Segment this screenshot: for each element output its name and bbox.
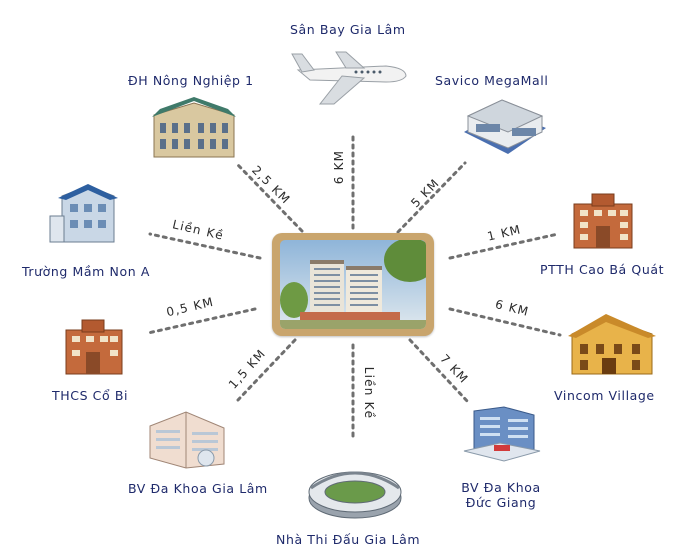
connector-line-savico: [396, 161, 467, 234]
label-mam-non: Trường Mầm Non A: [22, 264, 150, 279]
kindergarten-icon: [49, 184, 118, 243]
project-frame: [272, 233, 434, 336]
school-building-icon: [65, 319, 123, 375]
connector-line-ptth: [448, 232, 560, 260]
shopping-mall-icon: [464, 99, 546, 154]
connector-line-thcs: [146, 307, 257, 335]
connector-line-vincom: [448, 307, 562, 337]
label-thcs: THCS Cổ Bi: [52, 388, 129, 403]
distance-san-bay: 6 KM: [332, 149, 347, 185]
villa-icon: [568, 314, 656, 375]
label-bv-duc-giang-line1: BV Đa Khoa: [461, 480, 541, 495]
connector-line-bv-gia-lam: [236, 338, 297, 402]
label-nha-thi-dau: Nhà Thi Đấu Gia Lâm: [276, 532, 421, 547]
connector-line-dh-nong-nghiep: [236, 163, 304, 233]
hospital-icon: [463, 406, 541, 462]
label-san-bay: Sân Bay Gia Lâm: [290, 22, 406, 37]
university-icon: [152, 97, 236, 158]
stadium-icon: [308, 471, 402, 519]
connector-line-bv-duc-giang: [408, 338, 470, 404]
label-ptth: PTTH Cao Bá Quát: [540, 262, 665, 277]
label-vincom: Vincom Village: [554, 388, 655, 403]
label-dh-nong-nghiep: ĐH Nông Nghiệp 1: [128, 73, 254, 88]
connector-line-mam-non: [148, 232, 262, 260]
apartment-complex-photo: [280, 240, 426, 329]
label-bv-gia-lam: BV Đa Khoa Gia Lâm: [128, 481, 268, 496]
label-bv-duc-giang: BV Đa Khoa Đức Giang: [458, 480, 544, 510]
airplane-icon: [291, 51, 407, 105]
hospital-icon: [149, 411, 225, 469]
school-building-icon: [573, 193, 633, 249]
label-savico: Savico MegaMall: [435, 73, 549, 88]
distance-nha-thi-dau: Liền Kề: [362, 366, 377, 420]
label-bv-duc-giang-line2: Đức Giang: [465, 495, 537, 510]
